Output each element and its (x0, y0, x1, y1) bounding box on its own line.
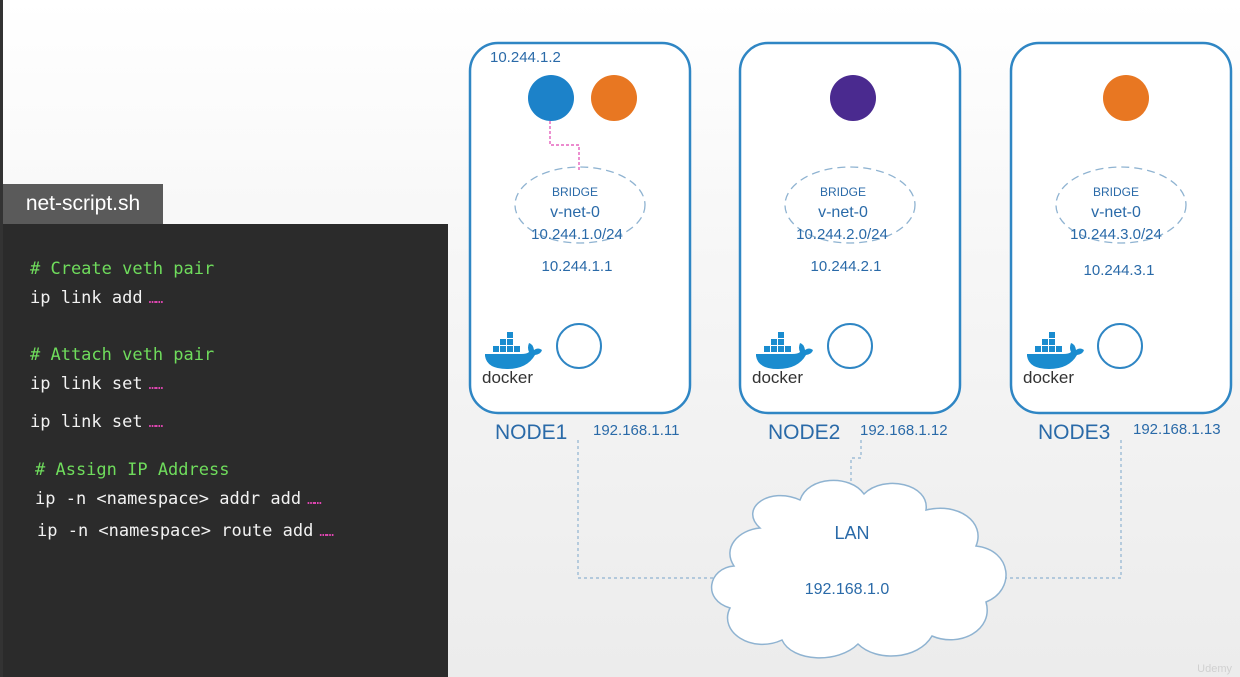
code-line: # Create veth pair (30, 259, 215, 279)
code-line: ip link set…… (30, 412, 163, 432)
bridge-subnet: 10.244.1.0/24 (531, 226, 623, 243)
node-name: NODE1 (495, 421, 567, 444)
node-3: BRIDGE v-net-0 10.244.3.0/24 10.244.3.1 … (1009, 41, 1233, 444)
bridge-label: BRIDGE (552, 185, 598, 199)
bridge-name: v-net-0 (1091, 204, 1141, 221)
pod-circle[interactable] (1103, 75, 1149, 121)
node-1: 10.244.1.2 BRIDGE v-net-0 10.244.1.0/24 … (468, 41, 692, 444)
node-box (1009, 41, 1233, 415)
code-line: # Assign IP Address (35, 460, 230, 480)
bridge-label: BRIDGE (820, 185, 866, 199)
code-line: ip link set…… (30, 374, 163, 394)
bridge-name: v-net-0 (550, 204, 600, 221)
node-host-ip: 192.168.1.11 (593, 422, 679, 439)
node-host-ip: 192.168.1.13 (1133, 421, 1221, 438)
code-line: ip -n <namespace> route add…… (37, 521, 334, 541)
bridge-name: v-net-0 (818, 204, 868, 221)
bridge-subnet: 10.244.2.0/24 (796, 226, 888, 243)
pod-circle[interactable] (830, 75, 876, 121)
bridge-cloud (514, 166, 646, 244)
node-host-ip: 192.168.1.12 (860, 422, 948, 439)
code-line: # Attach veth pair (30, 345, 215, 365)
lan-links (577, 440, 1122, 579)
node-box (468, 41, 692, 415)
left-edge (0, 0, 3, 677)
host-interface-circle[interactable] (827, 323, 873, 369)
pod-circle[interactable] (528, 75, 574, 121)
pod-ip-label: 10.244.1.2 (490, 49, 561, 66)
node-box (738, 41, 962, 415)
bridge-ip: 10.244.1.1 (542, 258, 613, 275)
pod-circle[interactable] (591, 75, 637, 121)
bridge-subnet: 10.244.3.0/24 (1070, 226, 1162, 243)
watermark: Udemy (1197, 663, 1232, 675)
host-interface-circle[interactable] (1097, 323, 1143, 369)
bridge-cloud (1055, 166, 1187, 244)
docker-label: docker (482, 368, 533, 387)
lan-cloud: LAN 192.168.1.0 (711, 479, 1007, 659)
bridge-ip: 10.244.3.1 (1084, 262, 1155, 279)
script-filename-tab[interactable]: net-script.sh (3, 184, 163, 224)
bridge-ip: 10.244.2.1 (811, 258, 882, 275)
host-interface-circle[interactable] (556, 323, 602, 369)
docker-label: docker (1023, 368, 1074, 387)
code-line: ip link add…… (30, 288, 163, 308)
node-name: NODE2 (768, 421, 840, 444)
code-line: ip -n <namespace> addr add…… (35, 489, 322, 509)
code-panel: # Create veth pair ip link add…… # Attac… (3, 224, 448, 677)
docker-label: docker (752, 368, 803, 387)
bridge-cloud (784, 166, 916, 244)
node-name: NODE3 (1038, 421, 1110, 444)
lan-subnet: 192.168.1.0 (805, 581, 890, 598)
bridge-label: BRIDGE (1093, 185, 1139, 199)
node-2: BRIDGE v-net-0 10.244.2.0/24 10.244.2.1 … (738, 41, 962, 444)
veth-link (549, 121, 580, 170)
lan-label: LAN (834, 523, 869, 543)
